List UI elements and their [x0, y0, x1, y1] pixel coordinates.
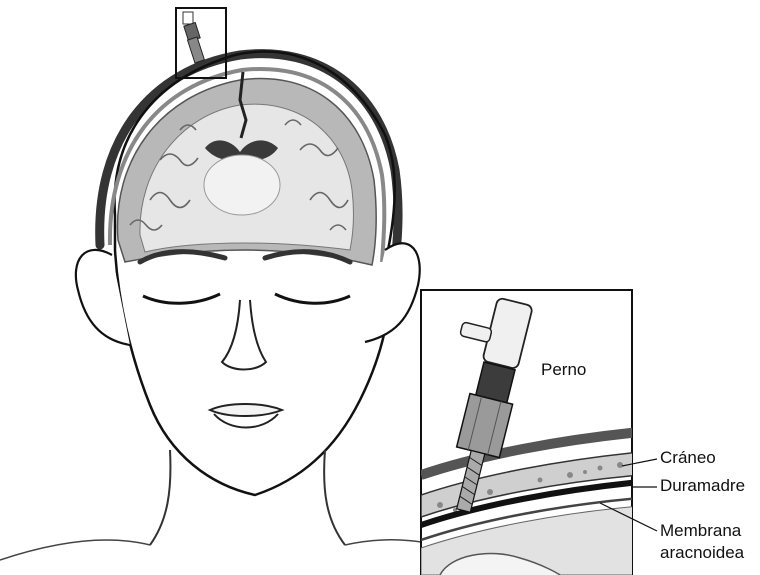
upper-lip [210, 404, 282, 416]
bolt-small-icon [183, 12, 204, 63]
label-arachnoid-line1: Membrana [660, 521, 741, 541]
label-skull: Cráneo [660, 448, 716, 468]
label-bolt: Perno [541, 360, 586, 380]
label-arachnoid-line2: aracnoidea [660, 543, 744, 563]
shoulders [0, 540, 470, 560]
label-dura: Duramadre [660, 476, 745, 496]
thalamus [204, 155, 280, 215]
